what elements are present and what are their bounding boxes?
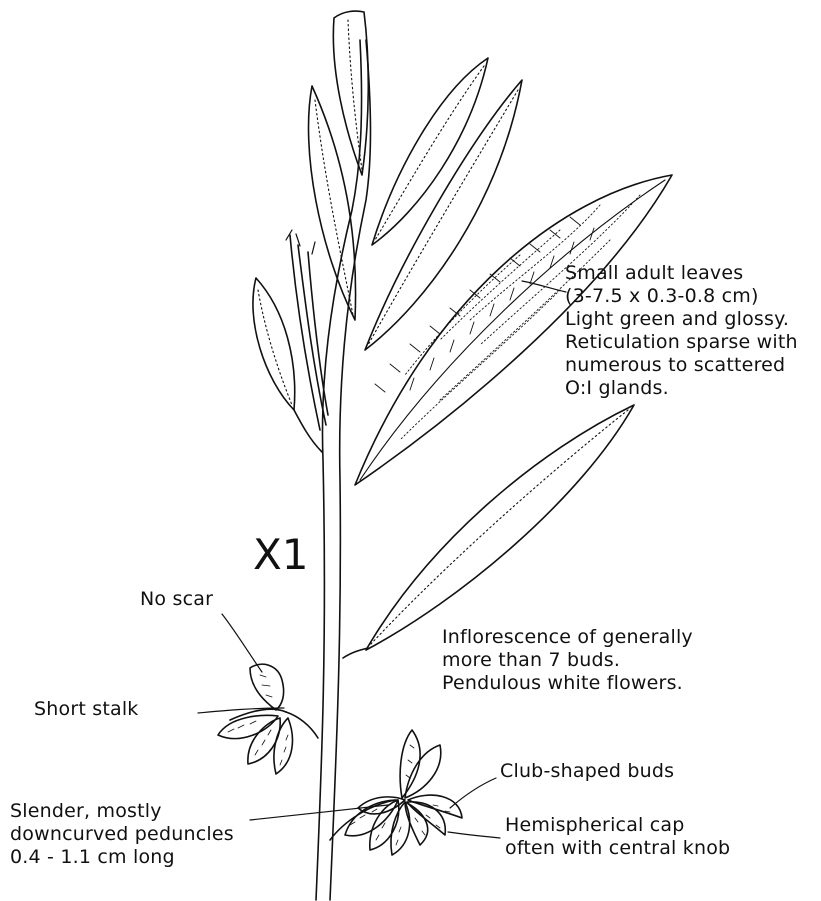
cap-line: often with central knob — [505, 837, 730, 860]
lower-bud-cluster — [330, 730, 462, 855]
inflorescence-line: Inflorescence of generally — [442, 626, 693, 649]
adult-leaves-line: O:I glands. — [565, 377, 798, 400]
inflorescence-line: more than 7 buds. — [442, 649, 693, 672]
leader-cap — [448, 832, 500, 838]
leader-adult-leaves — [522, 281, 566, 292]
leaf-left-small — [253, 278, 295, 410]
upper-bud-cluster — [218, 664, 318, 774]
adult-leaves-line: (3-7.5 x 0.3-0.8 cm) — [565, 285, 798, 308]
cap-line: Hemispherical cap — [505, 814, 730, 837]
peduncles-label: Slender, mostly downcurved peduncles 0.4… — [10, 800, 234, 869]
leaf-lower — [366, 405, 634, 650]
leaf-upper-left — [309, 86, 356, 320]
peduncles-line: 0.4 - 1.1 cm long — [10, 846, 234, 869]
inflorescence-line: Pendulous white flowers. — [442, 672, 693, 695]
adult-leaves-label: Small adult leaves (3-7.5 x 0.3-0.8 cm) … — [565, 262, 798, 400]
club-buds-label: Club-shaped buds — [500, 760, 674, 783]
no-scar-label: No scar — [140, 588, 213, 611]
main-stem — [316, 40, 362, 900]
peduncles-line: downcurved peduncles — [10, 823, 234, 846]
peduncles-line: Slender, mostly — [10, 800, 234, 823]
leaf-top — [333, 11, 368, 175]
adult-leaves-line: Small adult leaves — [565, 262, 798, 285]
main-stem-outline — [330, 40, 371, 900]
inflorescence-label: Inflorescence of generally more than 7 b… — [442, 626, 693, 695]
leader-club-buds — [450, 778, 496, 808]
adult-leaves-line: numerous to scattered — [565, 354, 798, 377]
leader-short-stalk — [198, 708, 284, 713]
leader-no-scar — [222, 614, 262, 672]
adult-leaves-line: Reticulation sparse with — [565, 331, 798, 354]
short-stalk-label: Short stalk — [34, 698, 139, 721]
scale-label: X1 — [253, 532, 309, 578]
adult-leaves-line: Light green and glossy. — [565, 308, 798, 331]
cap-label: Hemispherical cap often with central kno… — [505, 814, 730, 860]
